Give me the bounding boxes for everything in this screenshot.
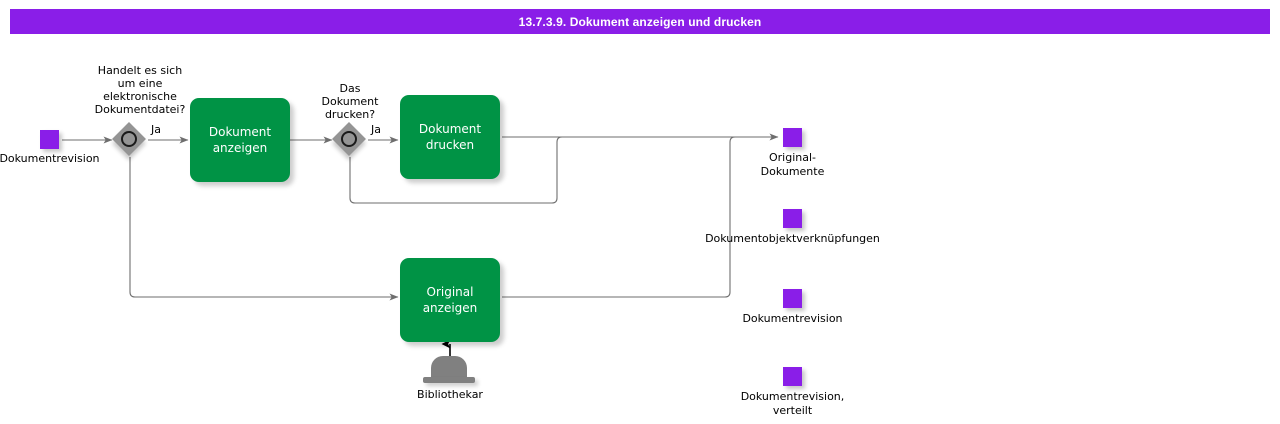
gateway-elektronische-dokumentdatei[interactable] (112, 122, 147, 157)
gateway-question-dokument-drucken: Das Dokument drucken? (321, 82, 379, 121)
task-label: Dokument anzeigen (208, 125, 272, 155)
flow-label-gateway1-ja: Ja (151, 123, 161, 136)
page-title: 13.7.3.9. Dokument anzeigen und drucken (518, 14, 762, 29)
task-dokument-drucken[interactable]: Dokument drucken (400, 95, 500, 179)
gateway-question-elektronische-dokumentdatei: Handelt es sich um eine elektronische Do… (94, 64, 186, 116)
data-object-label: Dokumentobjektverknüpfungen (705, 232, 880, 245)
gateway-dokument-drucken[interactable] (332, 122, 367, 157)
data-object-icon (783, 209, 802, 228)
data-object-label: Original- Dokumente (760, 151, 825, 178)
page-title-bar: 13.7.3.9. Dokument anzeigen und drucken (10, 9, 1270, 34)
flow-label-gateway2-ja: Ja (371, 123, 381, 136)
data-object-icon (783, 289, 802, 308)
flow-original-anzeigen-to-merge (502, 136, 736, 298)
data-object-icon (783, 128, 802, 147)
data-object-label: Dokumentrevision, verteilt (740, 390, 845, 417)
data-object-original-dokumente[interactable]: Original- Dokumente (761, 128, 824, 178)
role-base-icon (423, 377, 475, 383)
task-dokument-anzeigen[interactable]: Dokument anzeigen (190, 98, 290, 182)
role-actor-icon (431, 356, 467, 378)
task-label: Dokument drucken (418, 122, 482, 152)
task-original-anzeigen[interactable]: Original anzeigen (400, 258, 500, 342)
data-object-dokumentrevision-verteilt[interactable]: Dokumentrevision, verteilt (741, 367, 844, 417)
role-label: Bibliothekar (417, 388, 483, 401)
gateway-ring-icon (121, 131, 137, 147)
data-object-label: Dokumentrevision (742, 312, 843, 325)
task-label: Original anzeigen (422, 285, 478, 315)
data-object-label: Dokumentrevision (0, 152, 100, 165)
data-object-icon (40, 130, 59, 149)
data-object-icon (783, 367, 802, 386)
data-object-dokumentrevision-output[interactable]: Dokumentrevision (742, 289, 843, 325)
data-object-dokumentobjektverknuepfungen[interactable]: Dokumentobjektverknüpfungen (705, 209, 880, 245)
gateway-ring-icon (341, 131, 357, 147)
data-object-dokumentrevision-input[interactable]: Dokumentrevision (0, 130, 100, 165)
